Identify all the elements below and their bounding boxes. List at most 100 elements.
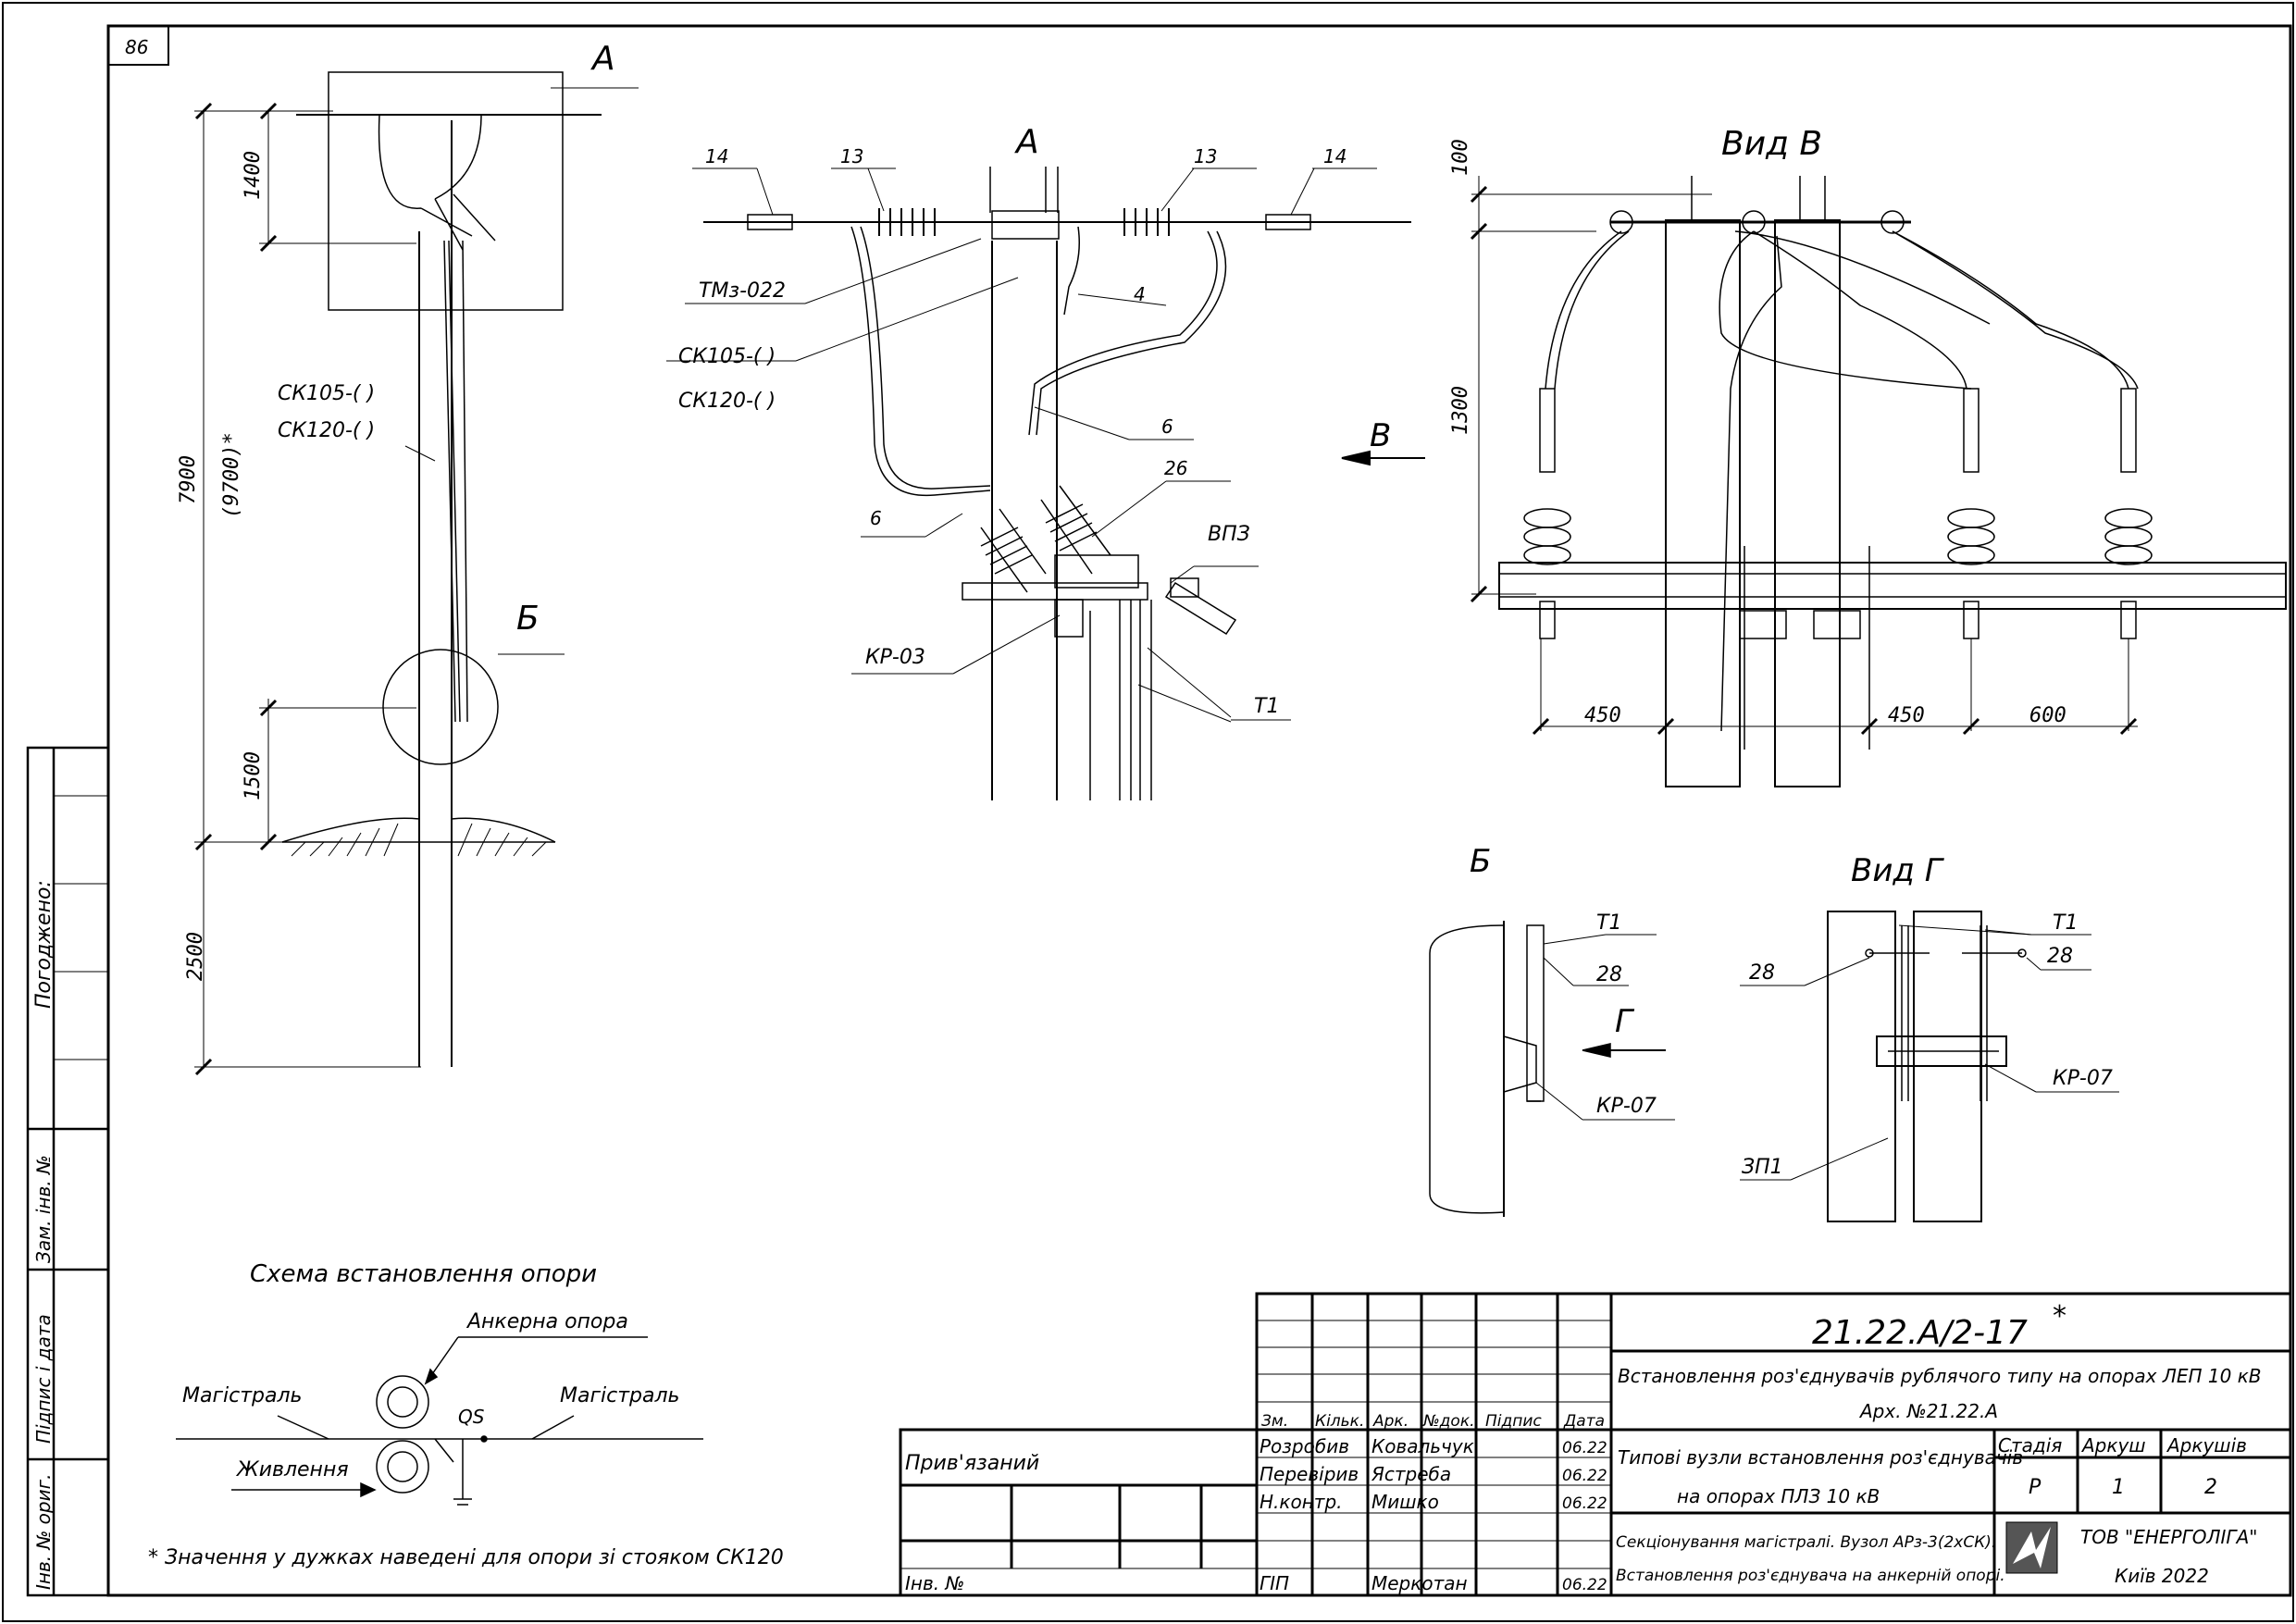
role-gip: ГІП <box>1260 1572 1289 1594</box>
subtitle-line-1: Типові вузли встановлення роз'єднувачів <box>1618 1446 2023 1469</box>
dim-2500: 2500 <box>184 932 207 981</box>
title-line-1: Встановлення роз'єднувачів рублячого тип… <box>1618 1365 2262 1387</box>
city-year: Київ 2022 <box>2115 1565 2209 1587</box>
va-kr03-label: КР-03 <box>865 646 925 669</box>
sheet-header: Аркуш <box>2080 1434 2146 1457</box>
pole-elevation <box>194 71 639 1076</box>
name-developed: Ковальчук <box>1371 1435 1474 1457</box>
va-part-26: 26 <box>1164 457 1187 479</box>
view-g-zp1: ЗП1 <box>1742 1156 1783 1179</box>
sheets-header: Аркушів <box>2166 1434 2247 1457</box>
schema-title: Схема встановлення опори <box>250 1260 597 1288</box>
schema-main-right: Магістраль <box>560 1384 680 1407</box>
view-b-cyr-28: 28 <box>1596 963 1622 986</box>
company-name: ТОВ "ЕНЕРГОЛІГА" <box>2080 1526 2257 1548</box>
desc-line-1: Секціонування магістралі. Вузол АРз-3(2х… <box>1616 1533 1996 1552</box>
stamp-replaced-inv: Зам. інв. № <box>32 1155 55 1263</box>
name-checked: Ястреба <box>1371 1463 1451 1485</box>
role-developed: Розробив <box>1260 1435 1349 1457</box>
view-b-dim-1300: 1300 <box>1449 386 1472 435</box>
va-tmz-label: ТМз-022 <box>699 279 786 303</box>
stamp-sign-date: Підпис і дата <box>32 1314 55 1444</box>
desc-line-2: Встановлення роз'єднувача на анкерній оп… <box>1616 1567 2005 1585</box>
va-sk105-label: СК105-( ) <box>678 345 776 368</box>
view-g-kr07: КР-07 <box>2053 1067 2113 1090</box>
dim-7900: 7900 <box>177 455 200 504</box>
view-b-cyr-t1: Т1 <box>1596 911 1621 935</box>
pole-sk105-label: СК105-( ) <box>278 382 375 405</box>
view-b-cyr-title: Б <box>1470 843 1491 880</box>
name-norm-control: Мишко <box>1371 1491 1439 1513</box>
name-gip: Меркотан <box>1371 1572 1468 1594</box>
schema-supply-label: Живлення <box>235 1458 349 1481</box>
inv-no-label: Інв. № <box>905 1572 964 1594</box>
va-sk120-label: СК120-( ) <box>678 390 776 413</box>
role-checked: Перевірив <box>1260 1463 1359 1485</box>
hdr-kilk: Кільк. <box>1315 1412 1364 1431</box>
hdr-ark: Арк. <box>1372 1412 1409 1431</box>
role-norm-control: Н.контр. <box>1260 1491 1343 1513</box>
va-part-13-left: 13 <box>840 145 863 167</box>
view-b-cyr-detail <box>1429 921 1675 1217</box>
hdr-ndok: №док. <box>1422 1412 1475 1431</box>
va-part-6-left: 6 <box>870 507 882 529</box>
view-g-28-right: 28 <box>2047 945 2073 968</box>
va-part-6-right: 6 <box>1161 415 1173 438</box>
callout-B: Б <box>516 600 540 638</box>
page-number: 86 <box>125 36 148 58</box>
title-block <box>899 1292 2292 1597</box>
pole-sk120-label: СК120-( ) <box>278 419 375 442</box>
stage-value: Р <box>2029 1476 2042 1499</box>
view-g-t1: Т1 <box>2053 911 2078 935</box>
schema-qs-label: QS <box>458 1406 485 1428</box>
hdr-data: Дата <box>1563 1412 1605 1431</box>
date-developed: 06.22 <box>1562 1439 1607 1457</box>
stamp-agreed: Погоджено: <box>32 880 56 1009</box>
va-part-13-right: 13 <box>1194 145 1217 167</box>
view-b-title: Вид В <box>1721 125 1822 163</box>
installation-schema <box>176 1336 703 1506</box>
schema-main-left: Магістраль <box>182 1384 303 1407</box>
dim-1500: 1500 <box>242 751 265 800</box>
view-b-dim-450b: 450 <box>1888 704 1925 727</box>
hdr-zm: Зм. <box>1261 1412 1288 1431</box>
date-norm-control: 06.22 <box>1562 1494 1607 1513</box>
view-g-28-left: 28 <box>1749 961 1775 985</box>
view-g-detail <box>1740 911 2119 1222</box>
view-g-title: Вид Г <box>1851 852 1945 889</box>
schema-note: * Значення у дужках наведені для опори з… <box>148 1546 784 1569</box>
view-b-arrow-label: В <box>1370 417 1391 454</box>
doc-number-star: * <box>2053 1300 2066 1333</box>
view-b-dim-600: 600 <box>2029 704 2066 727</box>
callout-A: А <box>590 40 615 78</box>
view-b-dim-100: 100 <box>1449 139 1472 176</box>
view-b-dim-450a: 450 <box>1584 704 1621 727</box>
date-checked: 06.22 <box>1562 1467 1607 1485</box>
va-part-14-right: 14 <box>1323 145 1347 167</box>
va-t1-label: Т1 <box>1254 695 1279 718</box>
va-vpz-label: ВПЗ <box>1208 523 1250 546</box>
view-b-arrow <box>1341 450 1425 466</box>
hdr-pidpys: Підпис <box>1485 1412 1542 1431</box>
view-b-cyr-kr07: КР-07 <box>1596 1095 1657 1118</box>
sheet-value: 1 <box>2112 1476 2125 1499</box>
subtitle-line-2: на опорах ПЛЗ 10 кВ <box>1677 1485 1880 1507</box>
doc-number: 21.22.А/2-17 <box>1812 1314 2028 1352</box>
dim-1400: 1400 <box>242 151 265 200</box>
side-stamp <box>26 746 110 1597</box>
view-g-arrow-label: Г <box>1615 1003 1635 1040</box>
va-part-14-left: 14 <box>705 145 728 167</box>
schema-anchor-label: Анкерна опора <box>465 1310 628 1333</box>
company-logo <box>2005 1521 2058 1574</box>
stage-header: Стадія <box>1998 1434 2062 1457</box>
va-part-4: 4 <box>1134 283 1146 305</box>
sheets-value: 2 <box>2204 1476 2217 1499</box>
dim-9700: (9700)* <box>220 432 243 518</box>
stamp-orig-inv: Інв. № ориг. <box>32 1474 55 1590</box>
view-b-detail <box>1470 176 2287 787</box>
view-a-title: А <box>1014 123 1039 161</box>
date-gip: 06.22 <box>1562 1576 1607 1594</box>
view-a-detail <box>666 167 1411 800</box>
privyazanyi-label: Прив'язаний <box>905 1452 1039 1475</box>
